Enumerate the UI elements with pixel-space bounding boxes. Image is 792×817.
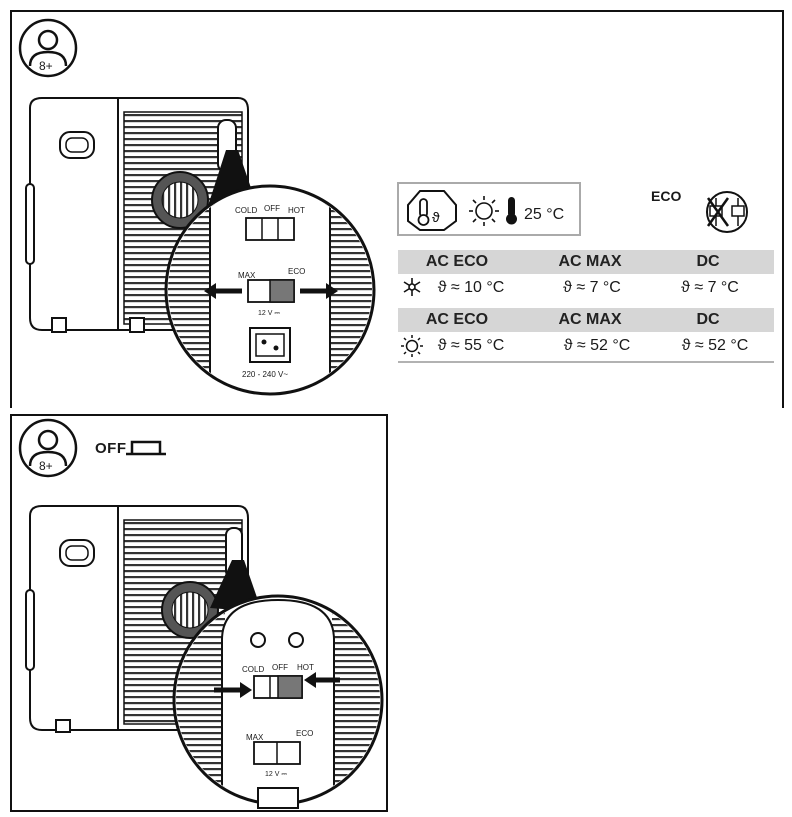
switch-label-eco: ECO <box>296 729 314 738</box>
header-dc: DC <box>696 311 720 328</box>
ambient-temperature: 25 °C <box>524 206 565 223</box>
heating-table-header: AC ECO AC MAX DC <box>398 308 774 332</box>
value-ac-max: ϑ ≈ 52 °C <box>563 337 631 354</box>
value-ac-eco: ϑ ≈ 55 °C <box>437 337 505 354</box>
cooling-table-values: ϑ ≈ 10 °C ϑ ≈ 7 °C ϑ ≈ 7 °C <box>398 276 774 300</box>
age-badge-label: 8+ <box>39 59 53 73</box>
standby-icon <box>126 440 166 456</box>
value-dc: ϑ ≈ 52 °C <box>681 337 749 354</box>
header-ac-max: AC MAX <box>558 253 622 270</box>
age-8plus-icon <box>18 18 78 78</box>
value-ac-max: ϑ ≈ 7 °C <box>563 279 621 296</box>
no-plug-icon <box>706 191 748 233</box>
age-badge-label: 8+ <box>39 459 53 473</box>
svg-text:ϑ: ϑ <box>432 209 440 225</box>
switch-label-cold: COLD <box>235 206 258 215</box>
header-dc: DC <box>696 253 720 270</box>
control-panel-zoom <box>164 184 376 396</box>
header-ac-max: AC MAX <box>558 311 622 328</box>
switch-label-max: MAX <box>238 271 256 280</box>
header-ac-eco: AC ECO <box>425 253 489 270</box>
switch-label-hot: HOT <box>297 663 314 672</box>
dc-voltage-label: 12 V ⎓ <box>265 771 287 778</box>
switch-label-eco: ECO <box>288 267 306 276</box>
sun-icon <box>469 196 499 226</box>
sun-icon <box>401 335 423 357</box>
bottom-instruction-panel <box>10 414 388 812</box>
switch-label-max: MAX <box>246 733 264 742</box>
dc-voltage-label: 12 V ⎓ <box>258 310 280 317</box>
snowflake-icon <box>403 278 421 296</box>
ac-voltage-label: 220 - 240 V~ <box>242 370 289 379</box>
age-8plus-icon <box>18 418 78 478</box>
switch-label-cold: COLD <box>242 665 265 674</box>
heating-table-values: ϑ ≈ 55 °C ϑ ≈ 52 °C ϑ ≈ 52 °C <box>398 334 774 358</box>
value-ac-eco: ϑ ≈ 10 °C <box>437 279 505 296</box>
switch-label-hot: HOT <box>288 206 305 215</box>
cooling-table-header: AC ECO AC MAX DC <box>398 250 774 274</box>
switch-label-off: OFF <box>272 663 288 672</box>
value-dc: ϑ ≈ 7 °C <box>681 279 739 296</box>
header-ac-eco: AC ECO <box>425 311 489 328</box>
eco-mode-label: ECO <box>651 188 682 204</box>
switch-label-off: OFF <box>264 204 280 213</box>
temperature-mode-icons: ϑ <box>397 182 581 236</box>
off-standby-label: OFF <box>95 440 127 457</box>
